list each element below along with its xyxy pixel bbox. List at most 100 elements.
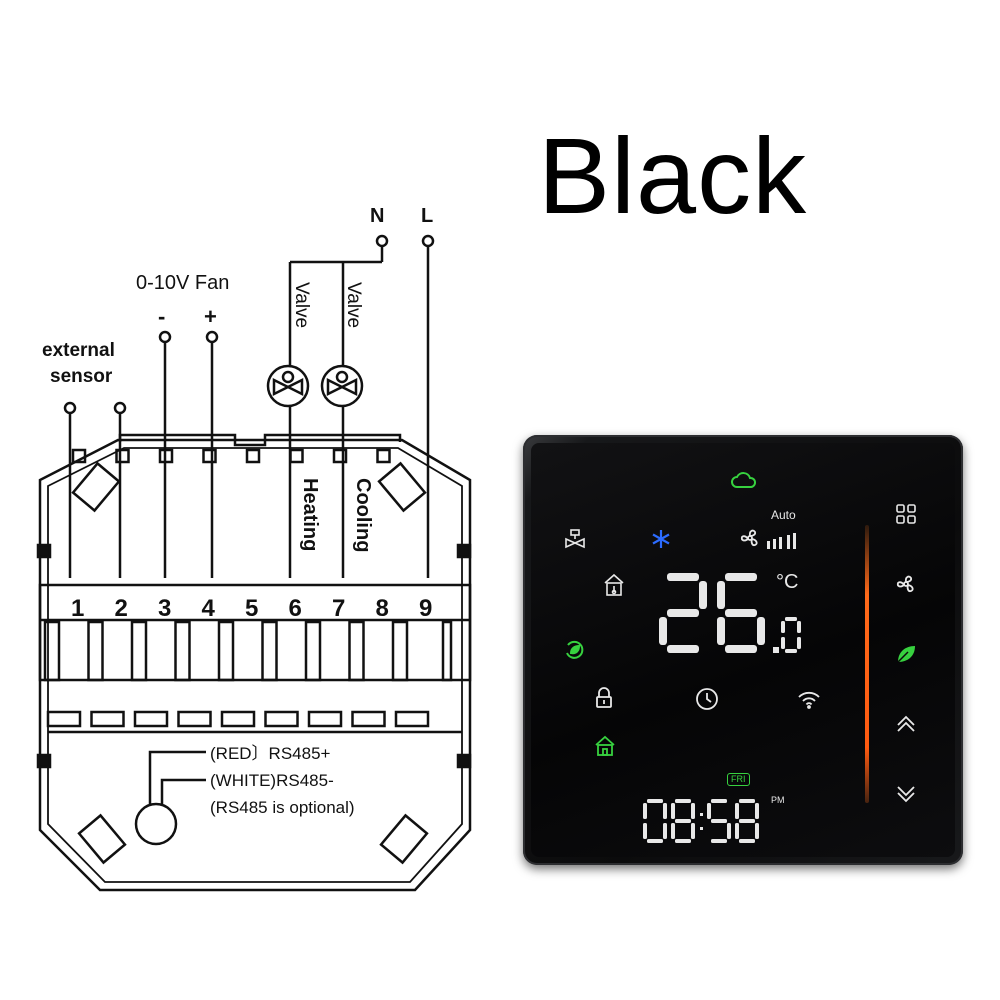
cloud-icon <box>731 471 757 489</box>
screw-clamp <box>304 620 322 682</box>
terminal-number: 7 <box>332 595 345 622</box>
lower-pad <box>307 710 343 728</box>
label-valve-2: Valve <box>343 282 364 328</box>
eco-leaf-button[interactable] <box>895 643 917 665</box>
chevron-down-button[interactable] <box>895 783 917 805</box>
top-contact <box>202 448 217 464</box>
digit-segment <box>797 637 801 649</box>
digit-segment <box>755 803 759 819</box>
top-contact <box>115 448 130 464</box>
digit-segment <box>797 621 801 633</box>
top-contact <box>376 448 391 464</box>
digit-segment <box>781 637 785 649</box>
lock-icon <box>595 687 613 709</box>
terminal-number: 3 <box>158 595 171 622</box>
digit-segment <box>711 839 727 843</box>
terminal-number: 9 <box>419 595 432 622</box>
screw-clamp <box>174 620 191 682</box>
screw-clamp <box>391 620 409 682</box>
digit-segment <box>755 823 759 839</box>
digit-segment <box>647 799 663 803</box>
label-cooling: Cooling <box>352 478 374 552</box>
digit-segment <box>659 617 667 645</box>
digit-segment <box>717 581 725 609</box>
label-fan-minus: - <box>158 304 165 329</box>
temperature-unit: °C <box>776 571 799 593</box>
lower-pad <box>90 710 125 728</box>
top-contacts <box>71 448 391 464</box>
top-contact <box>332 448 348 464</box>
digit-segment <box>671 803 675 819</box>
lower-pad <box>220 710 256 728</box>
thermostat-panel: Auto <box>523 435 963 865</box>
terminal-number: 4 <box>202 595 216 622</box>
digit-segment <box>725 609 757 617</box>
digit-segment <box>643 823 647 839</box>
screw-clamp <box>87 620 104 682</box>
digit-segment <box>739 819 755 823</box>
fan-mode-label: Auto <box>771 508 796 522</box>
lower-pad <box>133 710 169 728</box>
label-rs485-optional: (RS485 is optional) <box>210 798 355 817</box>
terminal-number: 8 <box>376 595 389 622</box>
valve-symbol-2 <box>320 364 364 408</box>
home-thermometer-icon <box>603 573 625 597</box>
digit-segment <box>735 803 739 819</box>
digit-segment <box>781 621 785 633</box>
mounting-tabs <box>71 461 429 865</box>
terminal-block <box>38 583 472 682</box>
terminal-number: 5 <box>245 595 258 622</box>
temperature-slider-bar[interactable] <box>865 525 869 803</box>
valve-symbol-1 <box>266 364 310 408</box>
label-l: L <box>421 205 433 227</box>
digit-segment <box>675 799 691 803</box>
label-fan: 0-10V Fan <box>136 272 229 294</box>
menu-grid-button[interactable] <box>895 503 917 525</box>
top-contact <box>289 448 304 464</box>
lower-pad <box>351 710 386 728</box>
product-color-title: Black <box>538 115 808 236</box>
top-contact <box>71 448 87 464</box>
wires <box>68 245 430 578</box>
digit-segment <box>785 649 797 653</box>
lower-pad <box>177 710 212 728</box>
temperature-display <box>659 573 801 653</box>
clock-icon <box>695 687 719 711</box>
snowflake-icon <box>651 529 671 549</box>
digit-segment <box>727 823 731 839</box>
chevron-up-button[interactable] <box>895 713 917 735</box>
digit-segment <box>667 573 699 581</box>
screw-clamp <box>130 620 148 682</box>
digit-segment <box>663 803 667 819</box>
screw-clamp <box>348 620 365 682</box>
screw-clamp <box>261 620 278 682</box>
ampm-label: PM <box>771 795 785 805</box>
label-heating: Heating <box>299 478 321 551</box>
digit-segment <box>671 823 675 839</box>
digit-segment <box>735 823 739 839</box>
digit-segment <box>717 617 725 645</box>
eco-mode-icon <box>563 639 585 661</box>
digit-segment <box>675 839 691 843</box>
weekday-badge: FRI <box>727 773 750 786</box>
wire-terminals <box>63 234 435 415</box>
label-sensor: sensor <box>50 366 113 387</box>
digit-segment <box>725 645 757 653</box>
digit-segment <box>647 839 663 843</box>
fan-icon <box>739 527 761 549</box>
label-rs485-white: (WHITE)RS485- <box>210 771 334 790</box>
digit-segment <box>785 617 797 621</box>
fan-button[interactable] <box>895 573 917 595</box>
digit-segment <box>711 819 727 823</box>
screw-clamps <box>43 620 453 682</box>
housing-inner-outline <box>47 447 463 883</box>
terminal-number: 6 <box>289 595 302 622</box>
label-external: external <box>42 340 115 361</box>
label-valve-1: Valve <box>291 282 312 328</box>
digit-segment <box>675 819 691 823</box>
rs485-lead <box>134 750 206 846</box>
fan-speed-icon <box>767 533 803 549</box>
digit-segment <box>711 799 727 803</box>
digit-segment <box>667 609 699 617</box>
